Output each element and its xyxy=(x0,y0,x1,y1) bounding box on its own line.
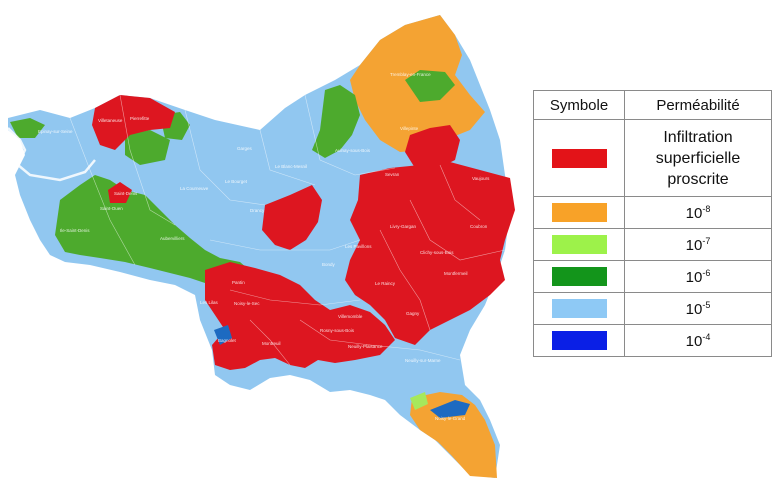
legend-base: 10 xyxy=(685,300,703,318)
legend-row: Infiltration superficielle proscrite xyxy=(533,119,772,197)
legend-label: 10-4 xyxy=(624,324,772,357)
svg-text:Villetaneuse: Villetaneuse xyxy=(98,118,123,123)
svg-text:Pierrefitte: Pierrefitte xyxy=(130,116,150,121)
legend-exp: -7 xyxy=(702,235,711,246)
svg-text:Aubervilliers: Aubervilliers xyxy=(160,236,185,241)
legend-header-permeability: Perméabilité xyxy=(624,90,772,120)
legend-header-symbol: Symbole xyxy=(533,90,625,120)
map-svg: Villetaneuse Pierrefitte Epinay-sur-Sein… xyxy=(7,15,515,478)
svg-text:Gagny: Gagny xyxy=(406,311,420,316)
legend-row: 10-5 xyxy=(533,292,772,325)
svg-text:Les Lilas: Les Lilas xyxy=(200,300,219,305)
svg-text:Aulnay-sous-Bois: Aulnay-sous-Bois xyxy=(335,148,371,153)
legend-header-row: Symbole Perméabilité xyxy=(533,90,772,120)
zone-permeability-1e-6-ne xyxy=(405,70,455,102)
permeability-map: Villetaneuse Pierrefitte Epinay-sur-Sein… xyxy=(7,15,515,478)
legend-label: 10-6 xyxy=(624,260,772,293)
zone-infiltration-proscrite-nw2 xyxy=(108,182,132,203)
svg-text:Vaujours: Vaujours xyxy=(472,176,490,181)
svg-text:Garges: Garges xyxy=(237,146,253,151)
zone-infiltration-proscrite-east xyxy=(345,162,515,345)
svg-text:Villepinte: Villepinte xyxy=(400,126,419,131)
legend-label-line: superficielle xyxy=(655,149,741,167)
svg-text:Le Raincy: Le Raincy xyxy=(375,281,396,286)
svg-text:La Courneuve: La Courneuve xyxy=(180,186,209,191)
svg-text:Saint-Denis: Saint-Denis xyxy=(114,191,138,196)
legend-label: 10-8 xyxy=(624,196,772,229)
svg-text:Bagnolet: Bagnolet xyxy=(218,338,237,343)
svg-text:Montreuil: Montreuil xyxy=(262,341,281,346)
legend-label: Infiltration superficielle proscrite xyxy=(624,119,772,197)
svg-text:Saint-Ouen: Saint-Ouen xyxy=(100,206,123,211)
svg-text:Montfermeil: Montfermeil xyxy=(444,271,468,276)
legend-exp: -8 xyxy=(702,203,711,214)
zone-permeability-1e-4-west xyxy=(214,325,232,345)
legend-row: 10-7 xyxy=(533,228,772,261)
legend-base: 10 xyxy=(685,236,703,254)
svg-text:Ile-Saint-Denis: Ile-Saint-Denis xyxy=(60,228,90,233)
svg-text:Coubron: Coubron xyxy=(470,224,488,229)
legend-base: 10 xyxy=(685,332,703,350)
legend-exp: -4 xyxy=(702,331,711,342)
svg-text:Livry-Gargan: Livry-Gargan xyxy=(390,224,417,229)
svg-text:Villemomble: Villemomble xyxy=(338,314,363,319)
svg-text:Tremblay-en-France: Tremblay-en-France xyxy=(390,72,431,77)
svg-text:Pantin: Pantin xyxy=(232,280,245,285)
zone-permeability-1e-7 xyxy=(410,392,428,410)
legend-swatch-lightgreen xyxy=(551,235,607,254)
svg-text:Neuilly-Plaisance: Neuilly-Plaisance xyxy=(348,344,383,349)
legend-label-line: proscrite xyxy=(667,170,729,188)
zone-infiltration-proscrite-center xyxy=(262,185,322,250)
zone-infiltration-proscrite-south xyxy=(205,262,395,370)
svg-text:Sevran: Sevran xyxy=(385,172,400,177)
svg-text:Le Bourget: Le Bourget xyxy=(225,179,248,184)
legend-swatch-blue xyxy=(551,331,607,350)
svg-text:Epinay-sur-Seine: Epinay-sur-Seine xyxy=(38,129,73,134)
commune-boundaries xyxy=(69,94,506,366)
zone-infiltration-proscrite-nw xyxy=(92,95,175,150)
legend-exp: -5 xyxy=(702,299,711,310)
legend-exp: -6 xyxy=(702,267,711,278)
commune-labels: Villetaneuse Pierrefitte Epinay-sur-Sein… xyxy=(38,72,490,421)
svg-text:Noisy-le-Sec: Noisy-le-Sec xyxy=(234,301,260,306)
zone-permeability-1e-6-center xyxy=(125,130,170,165)
legend-base: 10 xyxy=(685,204,703,222)
svg-text:Rosny-sous-Bois: Rosny-sous-Bois xyxy=(320,328,355,333)
zone-infiltration-proscrite-ne xyxy=(405,125,460,170)
svg-text:Noisy-le-Grand: Noisy-le-Grand xyxy=(435,416,466,421)
legend-label: 10-5 xyxy=(624,292,772,325)
legend-label-line: Infiltration xyxy=(663,128,733,146)
legend-swatch-lightblue xyxy=(551,299,607,318)
legend-swatch-red xyxy=(551,148,607,168)
svg-text:Bondy: Bondy xyxy=(322,262,336,267)
legend-base: 10 xyxy=(685,268,703,286)
svg-text:Clichy-sous-Bois: Clichy-sous-Bois xyxy=(420,250,454,255)
legend-table: Symbole Perméabilité Infiltration superf… xyxy=(533,90,772,357)
legend-label: 10-7 xyxy=(624,228,772,261)
zone-permeability-1e-6-west xyxy=(55,175,255,287)
svg-text:Les Pavillons: Les Pavillons xyxy=(345,244,372,249)
svg-text:Le Blanc-Mesnil: Le Blanc-Mesnil xyxy=(275,164,307,169)
legend-row: 10-4 xyxy=(533,324,772,357)
svg-text:Drancy: Drancy xyxy=(250,208,265,213)
legend-swatch-green xyxy=(551,267,607,286)
legend-row: 10-6 xyxy=(533,260,772,293)
legend-row: 10-8 xyxy=(533,196,772,229)
svg-text:Neuilly-sur-Marne: Neuilly-sur-Marne xyxy=(405,358,441,363)
zone-permeability-1e-4-south xyxy=(430,400,470,418)
zone-permeability-1e-8-south xyxy=(410,392,497,478)
river xyxy=(7,127,96,182)
legend-swatch-orange xyxy=(551,203,607,222)
zone-permeability-1e-6-nw xyxy=(10,118,45,138)
zone-permeability-1e-6-north xyxy=(312,85,360,158)
